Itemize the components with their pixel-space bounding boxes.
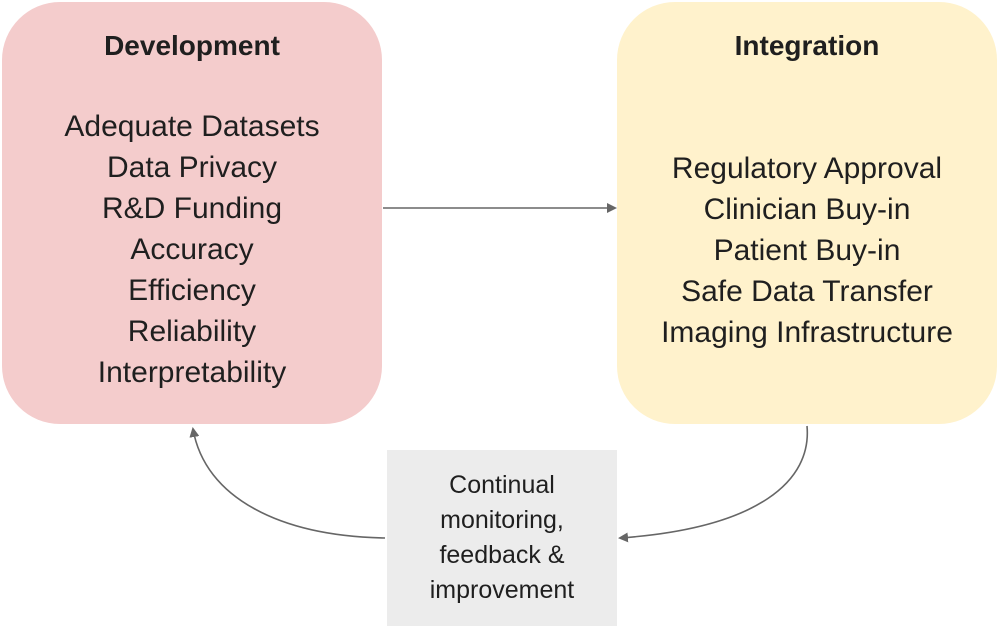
feedback-box: Continual monitoring, feedback & improve… xyxy=(387,450,617,626)
development-item: Data Privacy xyxy=(106,151,278,184)
development-item: Adequate Datasets xyxy=(64,110,320,143)
development-item: Interpretability xyxy=(97,356,287,389)
arrow-feedback-to-development xyxy=(189,427,386,539)
integration-box: Integration Regulatory Approval Clinicia… xyxy=(617,2,997,424)
integration-item: Imaging Infrastructure xyxy=(661,316,953,349)
integration-item-list: Regulatory Approval Clinician Buy-in Pat… xyxy=(617,148,997,353)
integration-item: Clinician Buy-in xyxy=(703,193,911,226)
arrow-integration-to-feedback xyxy=(618,425,809,543)
integration-title: Integration xyxy=(734,30,880,61)
feedback-label: Continual monitoring, feedback & improve… xyxy=(429,471,575,604)
development-item-list: Adequate Datasets Data Privacy R&D Fundi… xyxy=(2,106,382,393)
development-item: R&D Funding xyxy=(101,192,283,225)
development-item: Reliability xyxy=(127,315,257,348)
integration-item: Safe Data Transfer xyxy=(681,275,933,308)
integration-item: Regulatory Approval xyxy=(671,152,943,185)
development-title: Development xyxy=(104,30,280,61)
development-item: Accuracy xyxy=(130,233,254,266)
development-item: Efficiency xyxy=(128,274,256,307)
integration-item: Patient Buy-in xyxy=(713,234,901,267)
development-box: Development Adequate Datasets Data Priva… xyxy=(2,2,382,424)
